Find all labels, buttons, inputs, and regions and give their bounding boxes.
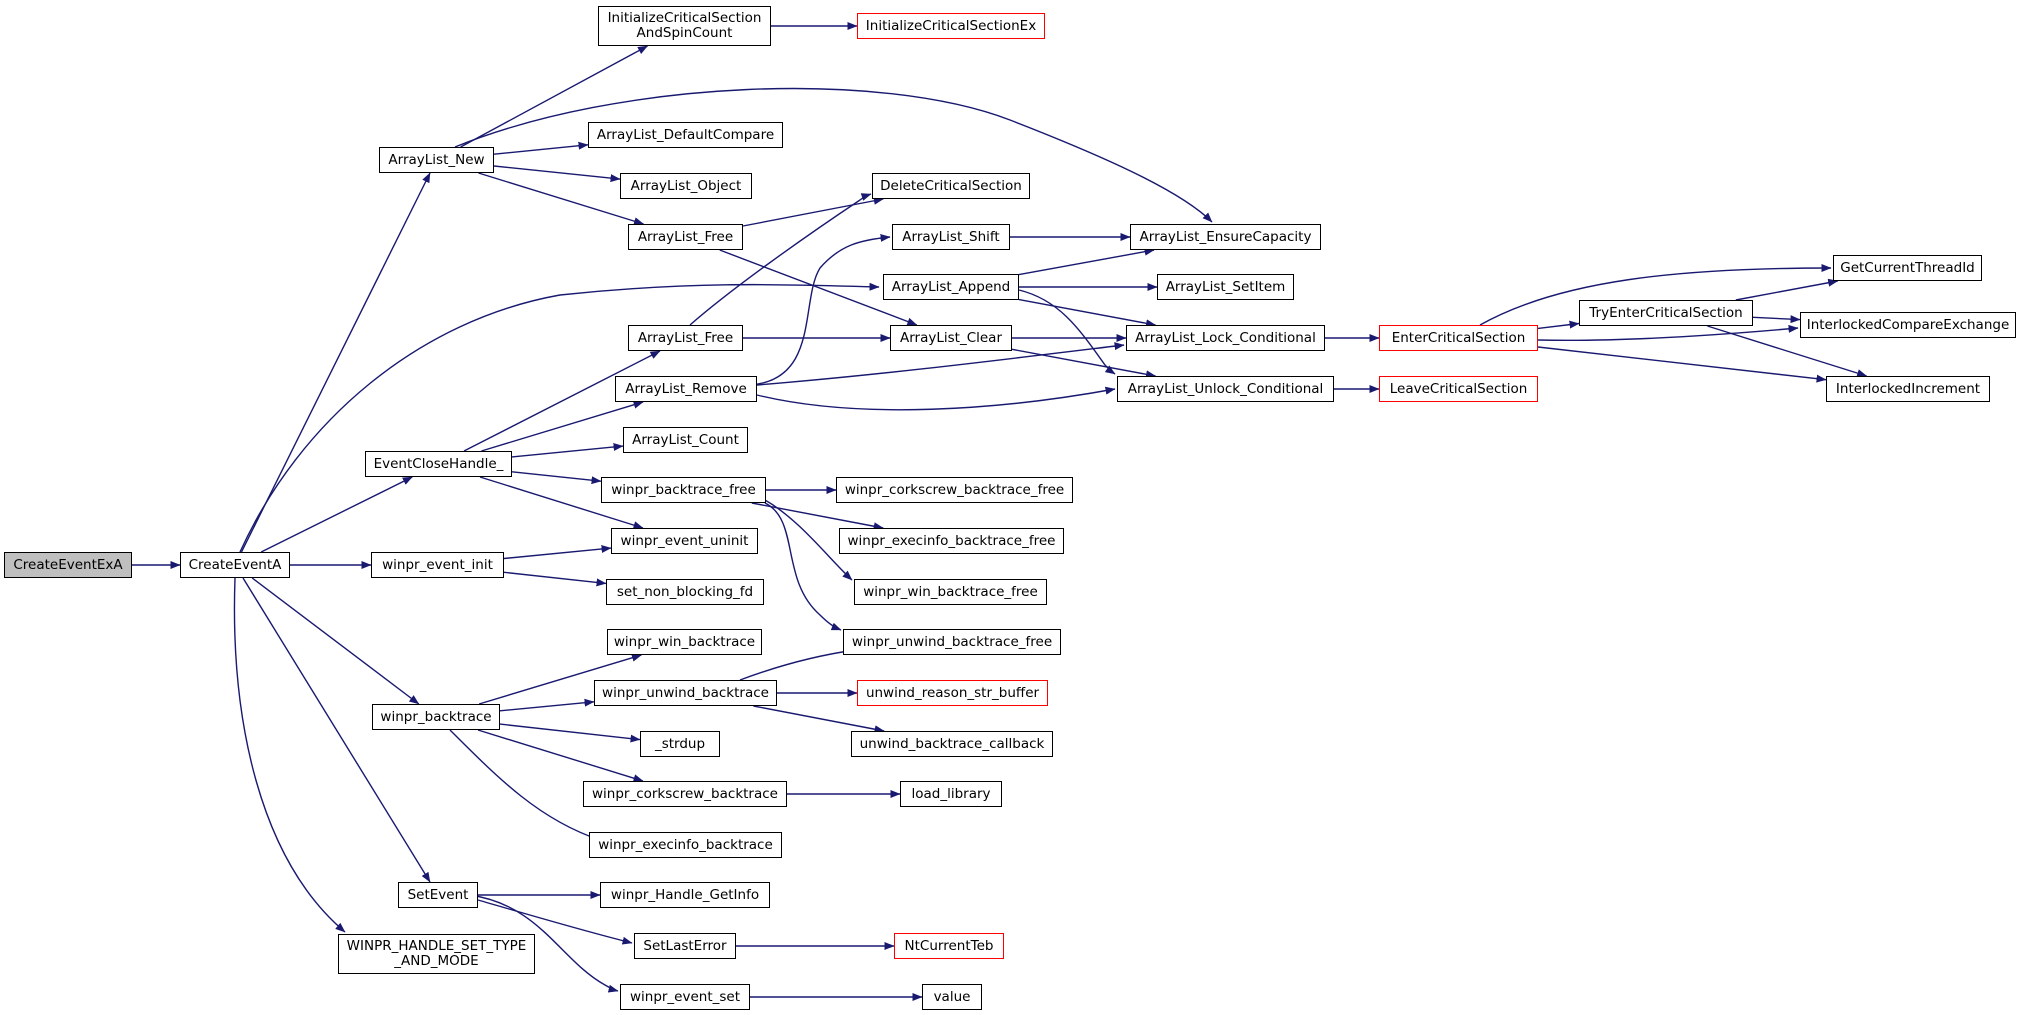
node-createeventexa: CreateEventExA: [4, 552, 132, 578]
edge-createeventa-to-winpr-backtrace: [251, 577, 420, 705]
node-setlasterror[interactable]: SetLastError: [634, 933, 736, 959]
node-deletecriticalsection[interactable]: DeleteCriticalSection: [872, 173, 1030, 199]
node-winpr-backtrace-free[interactable]: winpr_backtrace_free: [601, 477, 766, 503]
edge-setevent-to-winpr-event-set: [469, 894, 619, 993]
node-winpr-event-uninit[interactable]: winpr_event_uninit: [611, 528, 758, 554]
edge-tryentercriticalsection-to-interlockedcompareexchange: [1752, 315, 1801, 324]
node-winpr-execinfo-backtrace[interactable]: winpr_execinfo_backtrace: [589, 832, 782, 858]
edge-eventclosehandle-to-arraylist-count: [511, 443, 624, 458]
edge-arraylist-free-2-to-deletecriticalsection: [689, 193, 872, 326]
node-arraylist-ensurecapacity[interactable]: ArrayList_EnsureCapacity: [1130, 224, 1321, 250]
node-winpr-win-backtrace-free[interactable]: winpr_win_backtrace_free: [854, 579, 1047, 605]
edge-entercriticalsection-to-getcurrentthreadid: [1479, 264, 1832, 326]
edge-winpr-backtrace-free-to-winpr-execinfo-backtrace-free: [751, 502, 884, 531]
edge-winpr-backtrace-free-to-winpr-win-backtrace-free: [764, 499, 853, 581]
node-winpr-corkscrew-backtrace[interactable]: winpr_corkscrew_backtrace: [583, 781, 787, 807]
node-arraylist-free-2[interactable]: ArrayList_Free: [628, 325, 743, 351]
node-arraylist-append[interactable]: ArrayList_Append: [883, 274, 1019, 300]
edge-eventclosehandle-to-winpr-event-uninit: [479, 476, 644, 529]
edge-winpr-backtrace-to-winpr-win-backtrace: [478, 653, 642, 705]
edge-arraylist-new-to-arraylist-free-1: [478, 172, 644, 226]
node-arraylist-clear[interactable]: ArrayList_Clear: [890, 325, 1012, 351]
node-createeventa[interactable]: CreateEventA: [180, 552, 290, 578]
node-winpr-backtrace[interactable]: winpr_backtrace: [372, 704, 500, 730]
node-winpr-execinfo-backtrace-free[interactable]: winpr_execinfo_backtrace_free: [839, 528, 1064, 554]
node-value[interactable]: value: [922, 984, 982, 1010]
edge-winpr-unwind-backtrace-to-unwind-backtrace-callback: [753, 705, 885, 734]
edge-arraylist-free-1-to-deletecriticalsection: [742, 196, 884, 227]
edge-arraylist-append-to-arraylist-unlock-conditional: [1018, 289, 1116, 375]
edge-createeventa-to-winpr-handle-set-type-and-mode: [233, 577, 346, 933]
node-winpr-handle-set-type-and-mode[interactable]: WINPR_HANDLE_SET_TYPE _AND_MODE: [338, 934, 535, 974]
edge-winpr-backtrace-to-winpr-execinfo-backtrace: [449, 729, 601, 841]
edge-winpr-backtrace-to-winpr-unwind-backtrace: [499, 698, 595, 712]
edge-arraylist-remove-to-arraylist-unlock-conditional: [756, 386, 1116, 411]
node-winpr-corkscrew-backtrace-free[interactable]: winpr_corkscrew_backtrace_free: [836, 477, 1073, 503]
edge-arraylist-new-to-initializecriticalsectionandspincount: [460, 45, 648, 148]
node-interlockedcompareexchange[interactable]: InterlockedCompareExchange: [1800, 312, 2016, 338]
node-arraylist-shift[interactable]: ArrayList_Shift: [892, 224, 1010, 250]
edge-arraylist-append-to-arraylist-lock-conditional: [1018, 298, 1156, 328]
node-arraylist-unlock-conditional[interactable]: ArrayList_Unlock_Conditional: [1117, 376, 1334, 402]
edge-arraylist-remove-to-arraylist-shift: [749, 233, 891, 386]
node-load-library[interactable]: load_library: [900, 781, 1002, 807]
node-arraylist-object[interactable]: ArrayList_Object: [620, 173, 752, 199]
edge-arraylist-new-to-arraylist-defaultcompare: [493, 141, 589, 155]
node-eventclosehandle[interactable]: EventCloseHandle_: [365, 451, 512, 477]
edge-entercriticalsection-to-interlockedincrement: [1537, 346, 1827, 383]
node-arraylist-setitem[interactable]: ArrayList_SetItem: [1157, 274, 1294, 300]
edge-winpr-backtrace-to-strdup: [499, 723, 641, 743]
node-interlockedincrement[interactable]: InterlockedIncrement: [1826, 376, 1990, 402]
edge-winpr-backtrace-free-to-winpr-unwind-backtrace-free: [764, 502, 842, 631]
node-arraylist-remove[interactable]: ArrayList_Remove: [615, 376, 757, 402]
node-unwind-reason-str-buffer[interactable]: unwind_reason_str_buffer: [857, 680, 1048, 706]
edge-entercriticalsection-to-interlockedcompareexchange: [1537, 324, 1799, 342]
node-winpr-event-set[interactable]: winpr_event_set: [620, 984, 750, 1010]
node-arraylist-defaultcompare[interactable]: ArrayList_DefaultCompare: [588, 122, 783, 148]
edge-arraylist-new-to-arraylist-object: [493, 165, 621, 183]
edge-winpr-event-init-to-winpr-event-uninit: [503, 545, 612, 560]
edge-setevent-to-setlasterror: [477, 899, 633, 945]
node-setevent[interactable]: SetEvent: [398, 882, 478, 908]
node-strdup[interactable]: _strdup: [640, 731, 720, 757]
node-winpr-event-init[interactable]: winpr_event_init: [371, 552, 504, 578]
edge-arraylist-new-to-arraylist-ensurecapacity: [454, 87, 1213, 223]
edge-tryentercriticalsection-to-getcurrentthreadid: [1735, 278, 1839, 301]
edge-entercriticalsection-to-tryentercriticalsection: [1537, 320, 1580, 330]
node-initializecriticalsectionex[interactable]: InitializeCriticalSectionEx: [857, 13, 1045, 39]
node-arraylist-count[interactable]: ArrayList_Count: [623, 427, 748, 453]
edge-arraylist-append-to-arraylist-ensurecapacity: [1018, 247, 1155, 276]
edge-createeventa-to-arraylist-append: [239, 282, 880, 553]
edge-winpr-backtrace-to-winpr-corkscrew-backtrace: [477, 729, 644, 783]
node-arraylist-lock-conditional[interactable]: ArrayList_Lock_Conditional: [1126, 325, 1325, 351]
edge-createeventa-to-eventclosehandle: [260, 476, 413, 553]
edge-createeventa-to-setevent: [242, 577, 431, 883]
edge-eventclosehandle-to-arraylist-free-2: [463, 350, 661, 452]
node-entercriticalsection[interactable]: EnterCriticalSection: [1379, 325, 1538, 351]
node-winpr-unwind-backtrace[interactable]: winpr_unwind_backtrace: [594, 680, 777, 706]
edge-arraylist-clear-to-arraylist-unlock-conditional: [1011, 348, 1156, 379]
edge-winpr-event-init-to-set-non-blocking-fd: [503, 571, 607, 587]
edge-eventclosehandle-to-arraylist-remove: [481, 400, 644, 452]
node-initializecriticalsectionandspincount[interactable]: InitializeCriticalSection AndSpinCount: [598, 6, 771, 46]
edge-createeventa-to-arraylist-new: [240, 172, 431, 553]
edge-tryentercriticalsection-to-interlockedincrement: [1707, 325, 1868, 377]
edge-eventclosehandle-to-winpr-backtrace-free: [511, 471, 602, 485]
node-winpr-handle-getinfo[interactable]: winpr_Handle_GetInfo: [600, 882, 770, 908]
node-winpr-win-backtrace[interactable]: winpr_win_backtrace: [607, 629, 762, 655]
node-arraylist-new[interactable]: ArrayList_New: [379, 147, 494, 173]
node-leavecriticalsection[interactable]: LeaveCriticalSection: [1379, 376, 1538, 402]
node-unwind-backtrace-callback[interactable]: unwind_backtrace_callback: [851, 731, 1053, 757]
node-tryentercriticalsection[interactable]: TryEnterCriticalSection: [1579, 300, 1753, 326]
node-arraylist-free-1[interactable]: ArrayList_Free: [628, 224, 743, 250]
node-winpr-unwind-backtrace-free[interactable]: winpr_unwind_backtrace_free: [843, 629, 1061, 655]
edge-arraylist-remove-to-arraylist-lock-conditional: [756, 342, 1125, 386]
node-ntcurrentteb[interactable]: NtCurrentTeb: [894, 933, 1004, 959]
node-getcurrentthreadid[interactable]: GetCurrentThreadId: [1833, 255, 1982, 281]
edge-arraylist-free-1-to-arraylist-clear: [719, 249, 918, 326]
node-set-non-blocking-fd[interactable]: set_non_blocking_fd: [606, 579, 764, 605]
